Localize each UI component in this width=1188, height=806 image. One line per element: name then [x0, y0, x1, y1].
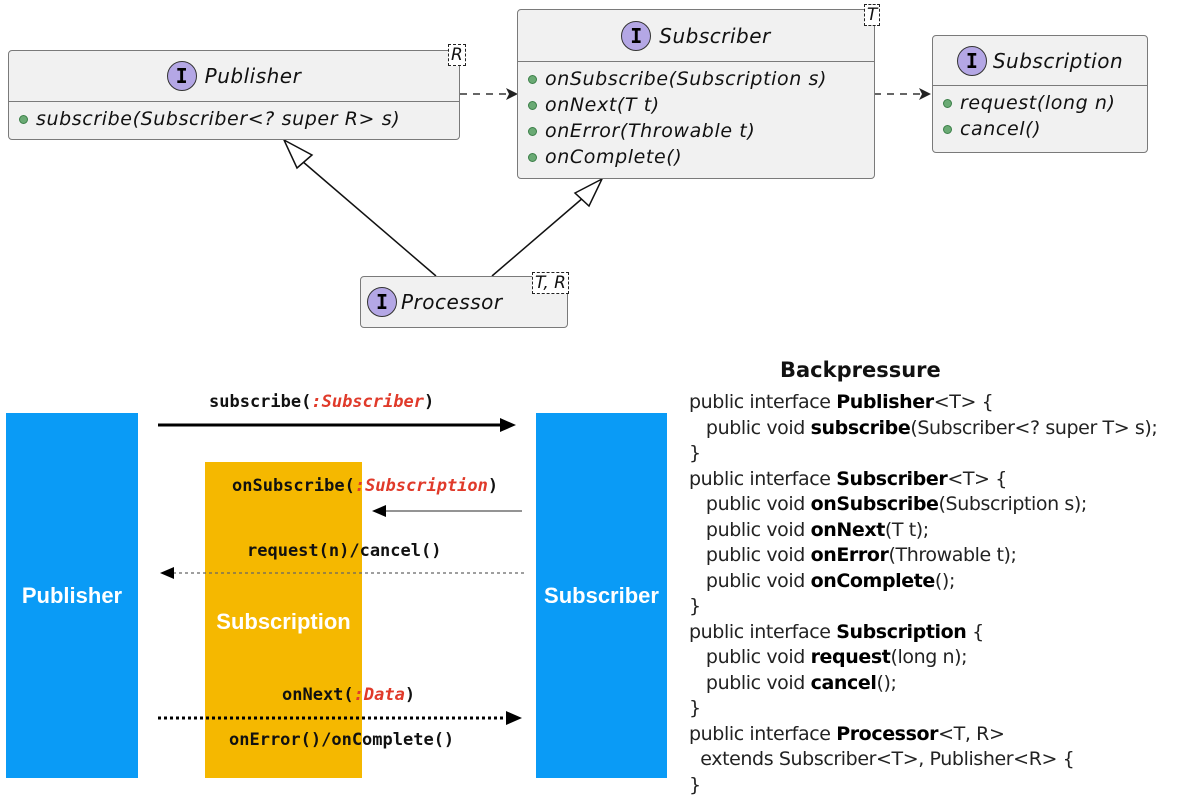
code-identifier: cancel [810, 671, 877, 694]
method-item: request(long n) [943, 90, 1141, 116]
public-method-icon [19, 114, 28, 124]
method-item: onError(Throwable t) [528, 118, 868, 144]
code-line: public void onError(Throwable t); [689, 544, 1017, 566]
code-identifier: onError [810, 544, 889, 566]
code-identifier: request [810, 646, 891, 668]
code-identifier: onComplete [810, 569, 936, 592]
code-identifier: Processor [836, 722, 939, 745]
onnext-message: onNext(:Data) [282, 685, 416, 705]
terminal-message: onError()/onComplete() [229, 730, 455, 750]
uml-subscription-interface: I Subscription request(long n) cancel() [932, 35, 1148, 153]
extends-processor-publisher [282, 138, 437, 277]
interface-icon: I [621, 20, 652, 51]
uml-publisher-interface: I Publisher subscribe(Subscriber<? super… [8, 50, 460, 140]
code-identifier: subscribe [810, 416, 911, 439]
code-line: public void onComplete(); [689, 569, 955, 592]
code-line: public void onSubscribe(Subscription s); [689, 493, 1087, 515]
code-identifier: Subscription [836, 620, 967, 643]
request-cancel-arrow [160, 567, 524, 579]
code-block: public interface Publisher<T> { public v… [689, 390, 1158, 798]
code-identifier: Publisher [836, 391, 934, 413]
public-method-icon [528, 152, 537, 162]
extends-processor-subscriber [491, 177, 604, 277]
type-parameter: R [448, 44, 466, 66]
type-parameter: T, R [532, 272, 569, 294]
dependency-subscriber-subscription [874, 88, 931, 100]
code-identifier: onSubscribe [810, 493, 939, 515]
interface-name: Subscriber [659, 23, 771, 48]
code-line: public interface Subscriber<T> { [689, 467, 1007, 490]
interface-name: Processor [401, 290, 503, 314]
method-item: onComplete() [528, 144, 868, 170]
public-method-icon [943, 98, 952, 108]
public-method-icon [528, 100, 537, 110]
interface-icon: I [956, 45, 987, 76]
request-cancel-message: request(n)/cancel() [247, 541, 442, 561]
code-title: Backpressure [780, 358, 941, 382]
interface-name: Subscription [992, 48, 1124, 73]
code-line: public void request(long n); [689, 646, 968, 668]
code-line: public void cancel(); [689, 671, 897, 694]
onnext-arrow [158, 711, 522, 725]
public-method-icon [528, 74, 537, 84]
subscriber-lane: Subscriber [536, 413, 667, 778]
method-item: cancel() [943, 116, 1141, 142]
interface-icon: I [166, 61, 197, 91]
interface-icon: I [367, 287, 397, 317]
method-item: onSubscribe(Subscription s) [528, 66, 868, 92]
subscription-box: Subscription [205, 462, 362, 778]
interface-name: Publisher [204, 64, 302, 88]
code-line: extends Subscriber<T>, Publisher<R> { [689, 748, 1075, 770]
code-line: public interface Processor<T, R> [689, 722, 1005, 745]
onsubscribe-message: onSubscribe(:Subscription) [232, 476, 499, 496]
public-method-icon [943, 124, 952, 134]
dependency-publisher-subscriber [460, 88, 518, 100]
subscribe-message: subscribe(:Subscriber) [209, 392, 435, 412]
code-line: public void subscribe(Subscriber<? super… [689, 416, 1158, 439]
type-parameter: T [864, 4, 881, 26]
method-item: subscribe(Subscriber<? super R> s) [19, 106, 453, 132]
uml-subscriber-interface: I Subscriber onSubscribe(Subscription s)… [517, 9, 875, 179]
code-line: } [689, 595, 701, 617]
code-line: public interface Publisher<T> { [689, 391, 994, 413]
code-line: } [689, 442, 701, 464]
code-identifier: onNext [810, 518, 886, 541]
method-item: onNext(T t) [528, 92, 868, 118]
code-identifier: Subscriber [836, 467, 948, 490]
code-line: } [689, 773, 701, 796]
publisher-lane: Publisher [6, 413, 138, 778]
onsubscribe-arrow [372, 505, 522, 517]
code-line: public interface Subscription { [689, 620, 984, 643]
subscribe-arrow [158, 418, 516, 432]
code-line: } [689, 697, 701, 719]
code-line: public void onNext(T t); [689, 518, 929, 541]
public-method-icon [528, 126, 537, 136]
